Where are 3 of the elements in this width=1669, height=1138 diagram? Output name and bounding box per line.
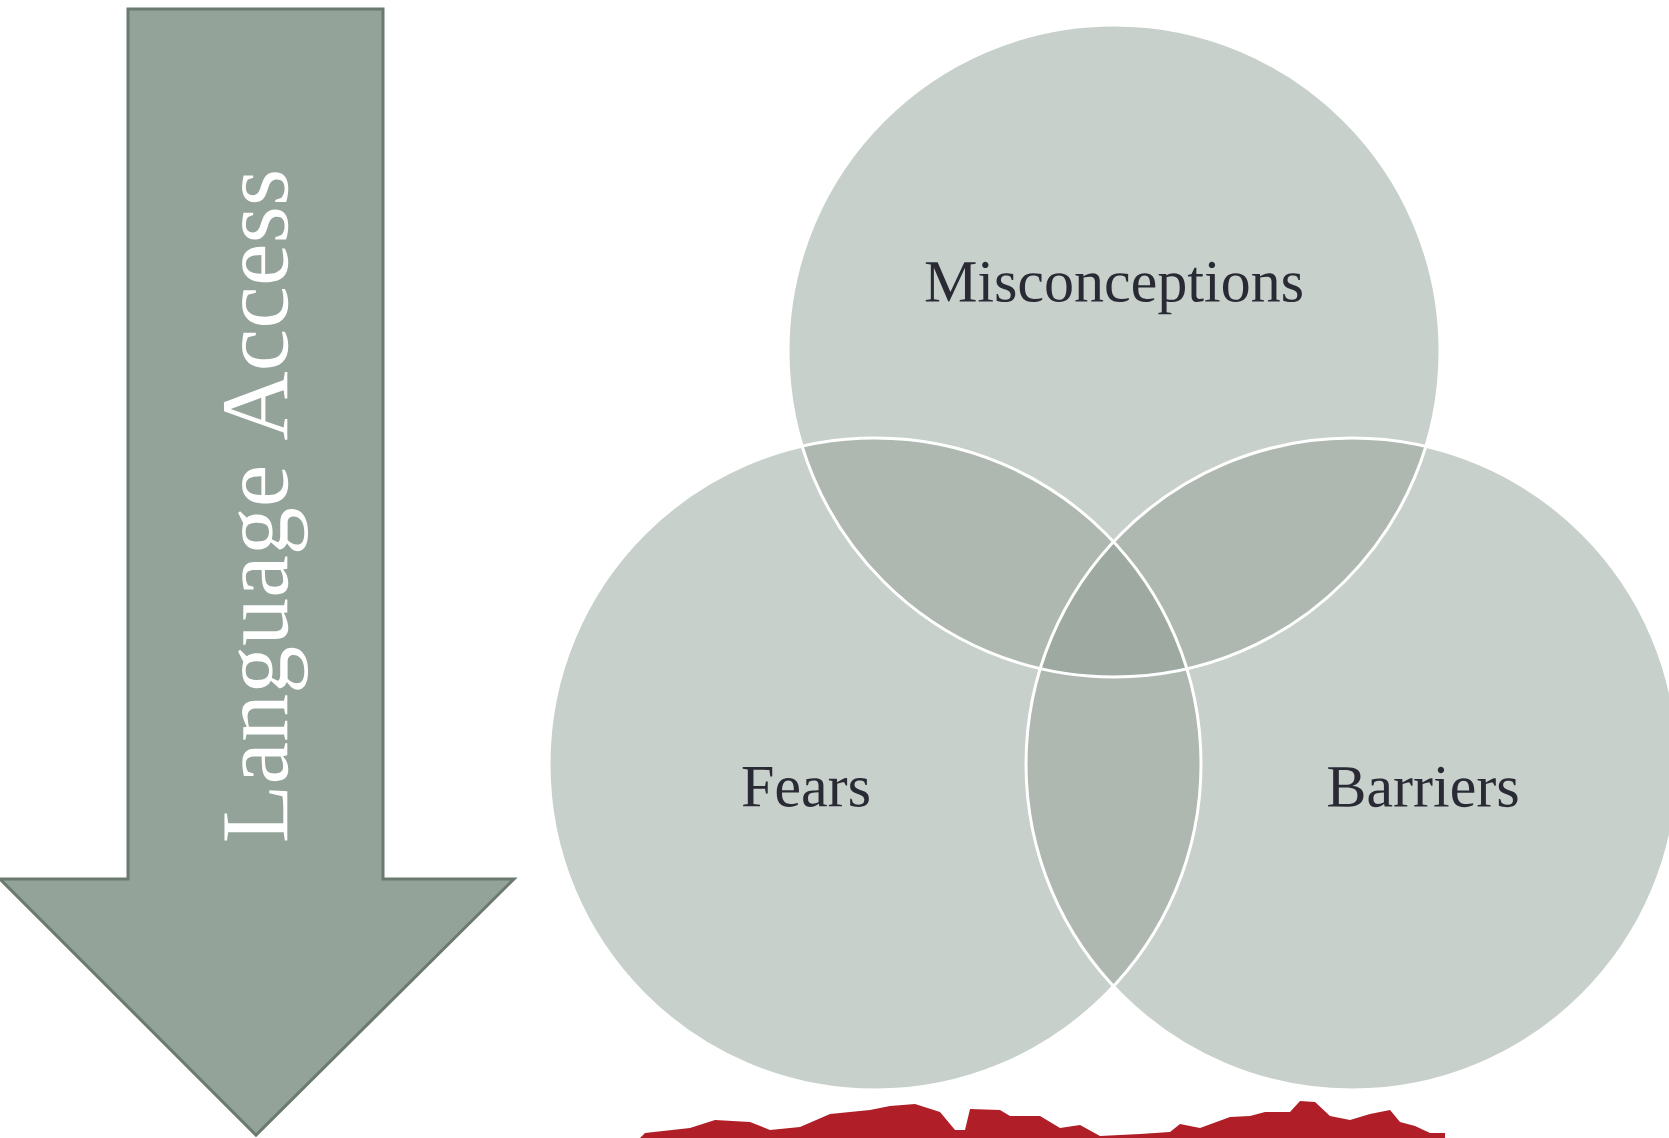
node-label: Barriers <box>1328 766 1518 808</box>
node-label: Fears <box>742 767 869 807</box>
node-label: Misconceptions <box>925 261 1302 315</box>
